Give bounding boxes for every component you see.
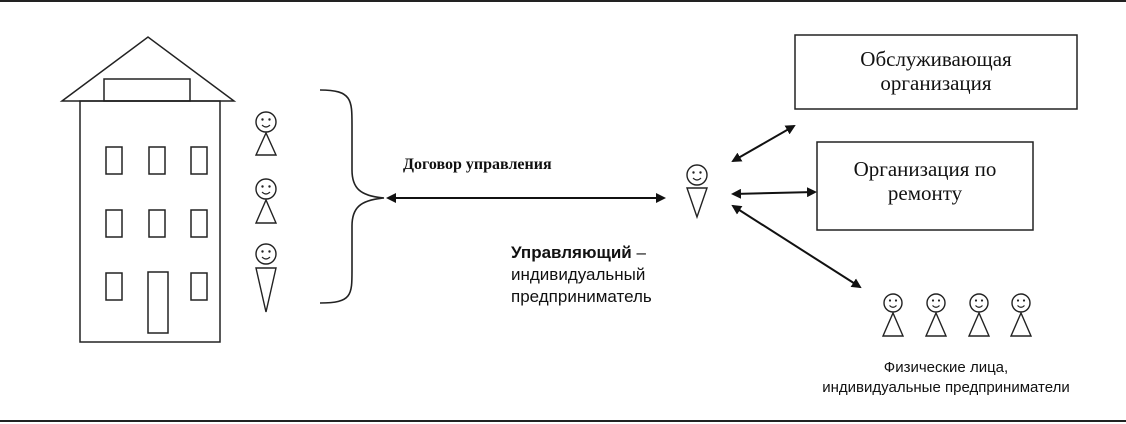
repair-org-box: [816, 141, 1034, 231]
service-org-line1: Обслуживающая: [860, 47, 1012, 71]
persons-label: Физические лица, индивидуальные предприн…: [776, 358, 1116, 398]
building-icon: [59, 36, 237, 343]
service-org-label: Обслуживающая организация: [795, 47, 1077, 95]
curly-brace-icon: [319, 89, 385, 304]
repair-org-line2: ремонту: [887, 181, 963, 205]
repair-org-arrow: [731, 187, 817, 199]
service-org-line2: организация: [880, 71, 992, 95]
persons-line2: индивидуальные предприниматели: [822, 379, 1070, 396]
manager-line3: предприниматель: [511, 287, 652, 306]
persons-line1: Физические лица,: [883, 359, 1009, 376]
repair-org-label: Организация по ремонту: [817, 157, 1033, 205]
manager-title: Управляющий: [511, 243, 632, 262]
contract-label: Договор управления: [403, 156, 552, 173]
service-org-box: [794, 34, 1078, 110]
resident-person-icon: [254, 111, 278, 156]
resident-person-icon: [255, 243, 277, 313]
manager-title-line: Управляющий –: [511, 242, 652, 264]
manager-line2: индивидуальный: [511, 265, 646, 284]
persons-arrow: [731, 204, 862, 289]
manager-label: Управляющий – индивидуальный предпринима…: [511, 242, 652, 308]
person-icon: [924, 293, 948, 337]
manager-dash: –: [631, 243, 646, 262]
resident-person-icon: [254, 178, 278, 224]
repair-org-line1: Организация по: [853, 157, 997, 181]
person-icon: [967, 293, 991, 337]
manager-person-icon: [686, 164, 708, 220]
person-icon: [881, 293, 905, 337]
person-icon: [1009, 293, 1033, 337]
service-org-arrow: [731, 125, 796, 162]
